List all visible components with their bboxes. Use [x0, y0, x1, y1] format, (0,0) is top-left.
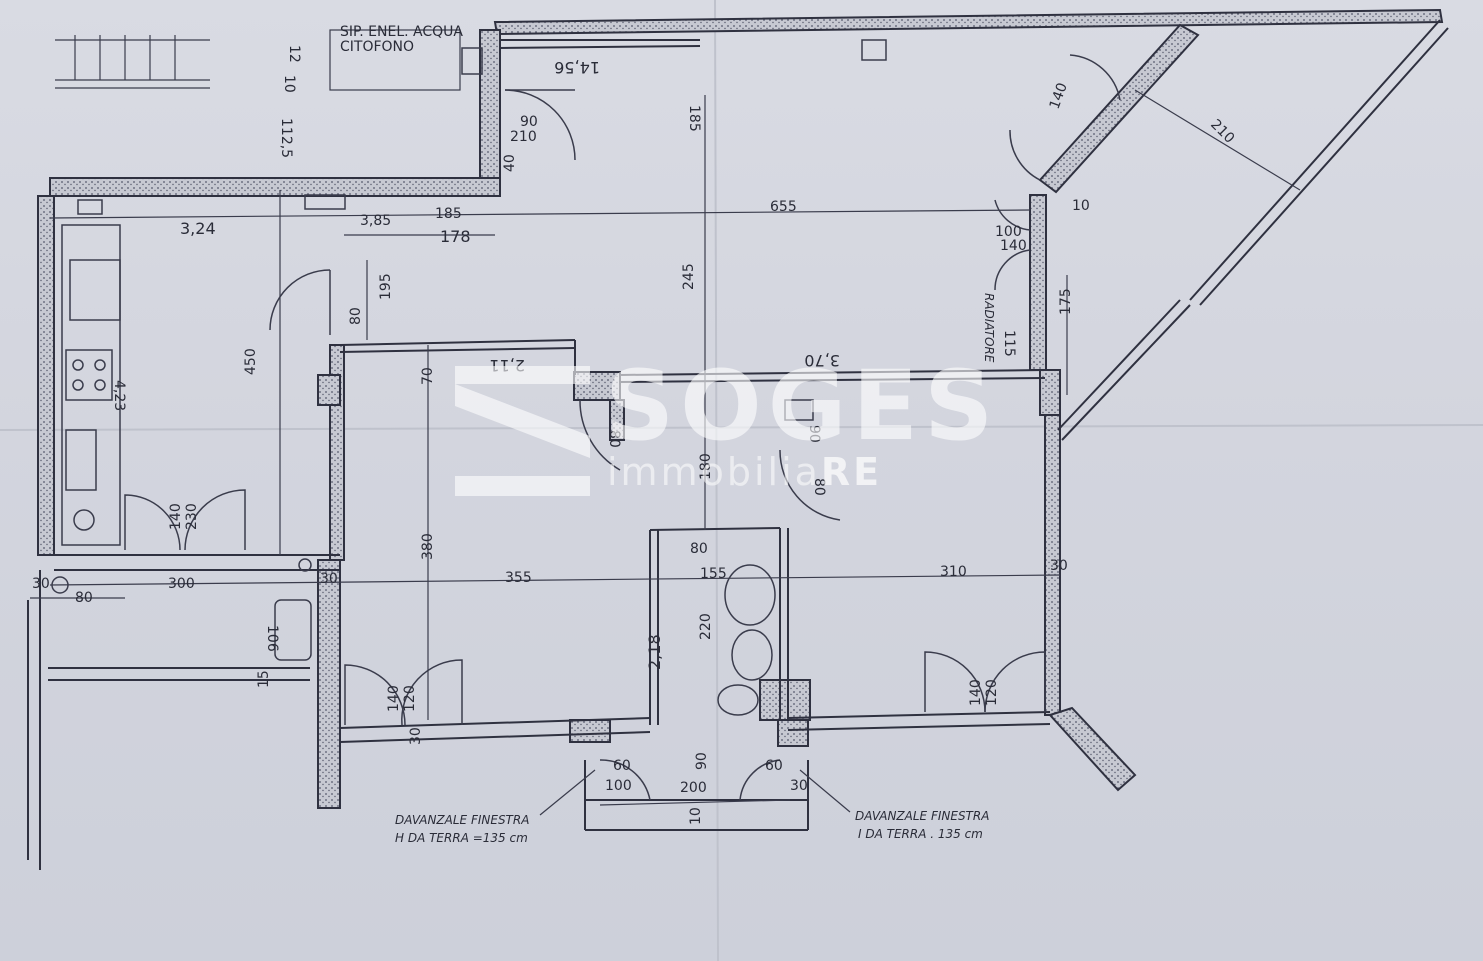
dim-300: 300	[168, 576, 195, 592]
sill-note-right-1: DAVANZALE FINESTRA	[855, 809, 989, 823]
dim-140-kitchen: 140	[168, 503, 184, 530]
dim-3-70: 3,70	[804, 351, 840, 370]
dim-30-mid: 30	[320, 571, 338, 587]
dim-180: 180	[698, 453, 714, 480]
dim-155: 155	[700, 566, 727, 582]
dim-3-24: 3,24	[180, 219, 216, 238]
dim-100: 100	[995, 224, 1022, 240]
dim-2-11: 2,11	[489, 356, 525, 375]
dim-80-right: 80	[811, 478, 827, 496]
dim-2-18: 2,18	[645, 634, 664, 670]
dim-195: 195	[378, 273, 394, 300]
dim-185-mid: 185	[435, 206, 462, 222]
dim-80-wc: 80	[690, 541, 708, 557]
dim-30-right: 30	[1050, 558, 1068, 574]
dim-380: 380	[420, 533, 436, 560]
dim-100-low: 100	[605, 778, 632, 794]
dim-450: 450	[243, 348, 259, 375]
dim-60-right: 60	[765, 758, 783, 774]
dim-140: 140	[1000, 238, 1027, 254]
dim-90-door: 90	[520, 114, 538, 130]
sill-notes: DAVANZALE FINESTRA H DA TERRA =135 cm DA…	[395, 769, 989, 845]
dim-30-low: 30	[790, 778, 808, 794]
dim-4-23: 4,23	[111, 380, 127, 411]
dim-80-bath: 80	[606, 430, 622, 448]
radiator-note: RADIATORE	[982, 293, 996, 363]
dim-120-room: 120	[402, 685, 418, 712]
dim-220: 220	[698, 613, 714, 640]
dim-185-top: 185	[686, 105, 702, 132]
dim-80-door: 80	[348, 307, 364, 325]
sill-note-left-2: H DA TERRA =135 cm	[395, 831, 528, 845]
dim-90-bath: 90	[806, 425, 822, 443]
dim-115: 115	[1001, 330, 1017, 357]
door-swings	[124, 54, 1121, 801]
bathroom-fixtures	[461, 39, 887, 716]
dim-3-85: 3,85	[360, 213, 391, 229]
dim-10: 10	[281, 75, 297, 93]
dim-10k: 10	[1072, 198, 1090, 214]
walls	[37, 8, 1444, 809]
dim-60-left: 60	[613, 758, 631, 774]
thin-lines	[27, 19, 1449, 870]
utilities-line-1: SIP. ENEL. ACQUA	[340, 24, 463, 40]
utilities-note: SIP. ENEL. ACQUA CITOFONO	[340, 24, 463, 55]
dim-210-door: 210	[510, 129, 537, 145]
dim-355: 355	[505, 570, 532, 586]
dim-245: 245	[681, 263, 697, 290]
dim-175: 175	[1058, 288, 1074, 315]
dim-30-sill: 30	[408, 727, 424, 745]
utilities-line-2: CITOFONO	[340, 39, 414, 55]
dim-140-diag: 140	[1047, 81, 1071, 112]
dim-200: 200	[680, 780, 707, 796]
dim-90-low: 90	[694, 752, 710, 770]
dim-140-room: 140	[386, 685, 402, 712]
dim-112-5: 112,5	[278, 118, 294, 158]
dim-140-right: 140	[968, 679, 984, 706]
dim-310: 310	[940, 564, 967, 580]
stairs	[55, 29, 461, 91]
dim-40: 40	[502, 154, 518, 172]
dim-120-right: 120	[984, 679, 1000, 706]
dim-70: 70	[420, 367, 436, 385]
dim-10-low: 10	[688, 807, 704, 825]
dim-30-left: 30	[32, 576, 50, 592]
dim-12: 12	[286, 45, 302, 63]
dim-210-diag: 210	[1207, 117, 1237, 147]
dim-106: 106	[264, 625, 280, 652]
dim-15: 15	[256, 670, 272, 688]
sill-note-right-2: I DA TERRA . 135 cm	[858, 827, 983, 841]
dim-655: 655	[770, 199, 797, 215]
sill-note-left-1: DAVANZALE FINESTRA	[395, 813, 529, 827]
kitchen-fixtures	[51, 194, 346, 661]
dim-14-56: 14,56	[554, 58, 600, 77]
dim-178: 178	[440, 227, 471, 246]
dim-80-left: 80	[75, 590, 93, 606]
dimension-lines	[30, 89, 1301, 806]
dim-230: 230	[184, 503, 200, 530]
